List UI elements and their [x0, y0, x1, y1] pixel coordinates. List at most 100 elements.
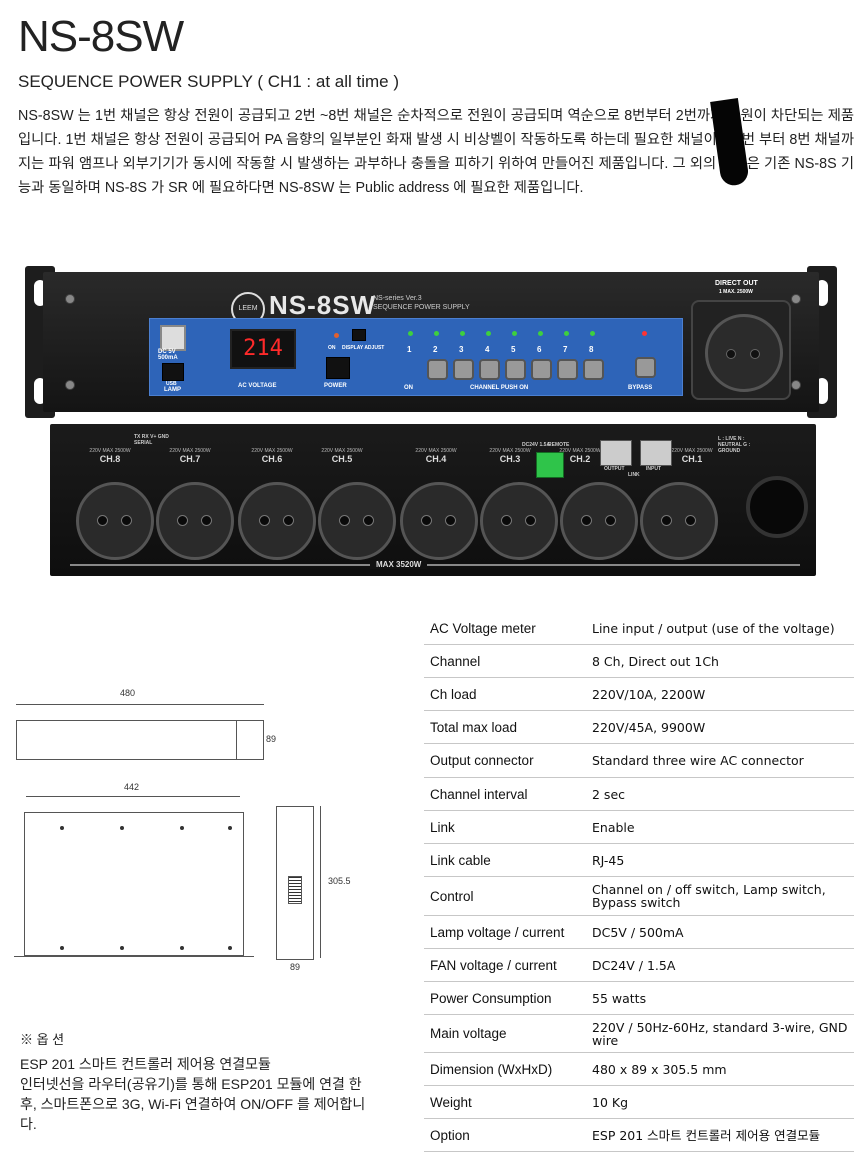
series-line-1: NS-series Ver.3 [373, 295, 422, 302]
channel-button-2[interactable] [427, 359, 448, 380]
rear-socket [238, 482, 316, 560]
channel-led [590, 331, 595, 336]
channel-push-label: CHANNEL PUSH ON [470, 385, 529, 391]
usb-spec-label: DC 5V 500mA [158, 349, 178, 361]
channel-led [538, 331, 543, 336]
channel-button-3[interactable] [453, 359, 474, 380]
spec-value: 10 Kg [592, 1094, 629, 1110]
top-view-outline [24, 812, 244, 956]
link-input-port [640, 440, 672, 466]
dim-line [16, 704, 264, 705]
channel-button-4[interactable] [479, 359, 500, 380]
wiring-legend: L : LIVE N : NEUTRAL G : GROUND [718, 436, 751, 454]
channel-number: 6 [537, 345, 542, 354]
spec-value: Line input / output (use of the voltage) [592, 620, 835, 636]
control-panel: DC 5V 500mA USB LAMP 214 AC VOLTAGE ON D… [149, 318, 683, 396]
channel-number: 4 [485, 345, 490, 354]
spec-key: Ch load [430, 686, 477, 702]
spec-key: Lamp voltage / current [430, 924, 565, 940]
usb-port-icon [160, 325, 186, 351]
spec-value: 220V / 50Hz-60Hz, standard 3-wire, GND w… [592, 1019, 848, 1048]
channel-led [564, 331, 569, 336]
power-switch[interactable] [326, 357, 350, 379]
max-load-label: MAX 3520W [370, 560, 428, 569]
voltage-display: 214 [230, 329, 296, 369]
table-row: Total max load 220V/45A, 9900W [424, 711, 854, 744]
lamp-switch[interactable] [162, 363, 184, 381]
spec-key: Main voltage [430, 1026, 507, 1041]
channel-number: 3 [459, 345, 464, 354]
spec-key: FAN voltage / current [430, 957, 557, 973]
on-label: ON [328, 345, 336, 351]
display-adjust-label: DISPLAY ADJUST [342, 345, 385, 351]
table-row: Weight 10 Kg [424, 1086, 854, 1119]
table-row: Ch load 220V/10A, 2200W [424, 678, 854, 711]
rear-socket [640, 482, 718, 560]
channel-number: 5 [511, 345, 516, 354]
dim-width-plan: 442 [124, 782, 140, 792]
channel-button-5[interactable] [505, 359, 526, 380]
option-line-1: ESP 201 스마트 컨트롤러 제어용 연결모듈 [20, 1056, 271, 1072]
channel-number: 1 [407, 345, 412, 354]
page-subtitle: SEQUENCE POWER SUPPLY ( CH1 : at all tim… [18, 72, 400, 91]
dim-line [14, 956, 254, 957]
channel-button-8[interactable] [583, 359, 604, 380]
link-label: LINK [628, 472, 640, 478]
spec-key: Weight [430, 1094, 472, 1110]
front-panel-image: LEEM NS-8SW NS-series Ver.3 SEQUENCE POW… [25, 266, 837, 418]
bypass-button[interactable] [635, 357, 656, 378]
spec-key: Total max load [430, 719, 518, 735]
side-label-barcode [288, 876, 302, 904]
display-adjust-switch[interactable] [352, 329, 366, 341]
channel-led [408, 331, 413, 336]
spec-value: 220V/10A, 2200W [592, 686, 706, 702]
on-row-label: ON [404, 385, 413, 391]
spec-value: 55 watts [592, 990, 647, 1006]
dim-width-top: 480 [120, 688, 136, 698]
channel-button-7[interactable] [557, 359, 578, 380]
rear-socket [480, 482, 558, 560]
bypass-led [642, 331, 647, 336]
channel-number: 8 [589, 345, 594, 354]
spec-value: 220V/45A, 9900W [592, 719, 706, 735]
series-label: NS-series Ver.3 SEQUENCE POWER SUPPLY [373, 294, 470, 312]
spec-table: AC Voltage meter Line input / output (use… [424, 612, 854, 1152]
product-description: NS-8SW 는 1번 채널은 항상 전원이 공급되고 2번 ~8번 채널은 순… [18, 108, 854, 196]
spec-key: Control [430, 888, 474, 904]
bypass-label: BYPASS [628, 385, 653, 391]
dim-line [320, 806, 321, 958]
remote-label: REMOTE [548, 442, 570, 448]
remote-terminal [536, 452, 564, 478]
on-indicator-led [334, 333, 339, 338]
channel-button-6[interactable] [531, 359, 552, 380]
channel-led [512, 331, 517, 336]
front-model-label: NS-8SW [269, 290, 377, 320]
max-load-bar [70, 564, 800, 566]
channel-led [460, 331, 465, 336]
usb-label: USB [166, 381, 177, 387]
spec-value: 2 sec [592, 786, 626, 802]
spec-value: Channel on / off switch, Lamp switch, By… [592, 882, 826, 910]
spec-key: Channel interval [430, 786, 528, 802]
link-output-port [600, 440, 632, 466]
option-heading: ※ 옵 션 [20, 1032, 65, 1047]
power-cable-gland [746, 476, 808, 538]
dim-line [26, 796, 240, 797]
spec-value: DC24V / 1.5A [592, 957, 676, 973]
front-panel-body: LEEM NS-8SW NS-series Ver.3 SEQUENCE POW… [43, 272, 819, 412]
spec-key: Link cable [430, 852, 491, 868]
spec-key: AC Voltage meter [430, 620, 536, 636]
page-title: NS-8SW [18, 12, 184, 61]
channel-number: 7 [563, 345, 568, 354]
